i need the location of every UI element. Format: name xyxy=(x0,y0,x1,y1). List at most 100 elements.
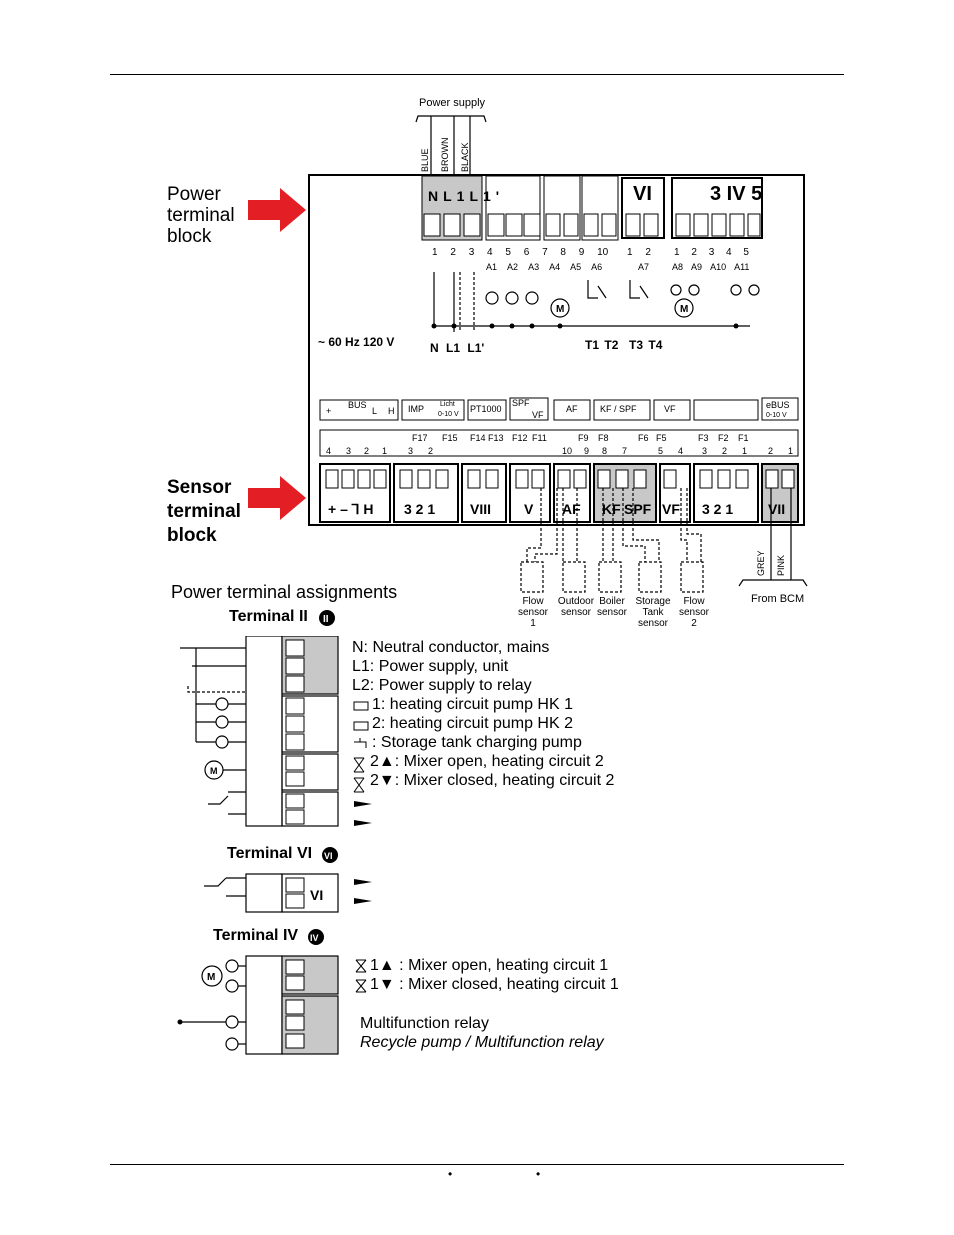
pin-a-labels: A1 A2 A3 A4 A5 A6 xyxy=(486,262,602,272)
svg-text:KF / SPF: KF / SPF xyxy=(600,404,637,414)
svg-text:7: 7 xyxy=(622,446,627,456)
svg-text:1: 1 xyxy=(382,446,387,456)
pin: 3 xyxy=(708,247,715,258)
vi-pins: 1 2 xyxy=(627,247,651,258)
svg-text:2: 2 xyxy=(428,446,433,456)
pin: 4 xyxy=(487,247,493,258)
roman-vi-badge: VI xyxy=(322,847,338,863)
desc-line: 2▲: Mixer open, heating circuit 2 xyxy=(370,753,604,770)
svg-text:3 2 1: 3 2 1 xyxy=(702,501,733,517)
svg-text:eBUS: eBUS xyxy=(766,400,790,410)
relay-symbols xyxy=(354,801,372,826)
svg-text:L: L xyxy=(372,406,377,416)
pin: 5 xyxy=(505,247,511,258)
svg-text:VI: VI xyxy=(324,851,333,861)
sensor-outdoor: Outdoor sensor xyxy=(557,596,595,618)
wire-grey-label: GREY xyxy=(756,550,766,576)
pin: 4 xyxy=(726,247,732,258)
label-t2: T2 xyxy=(604,338,619,352)
sensor-flow-2: Flow sensor 2 xyxy=(678,596,709,629)
header-rule xyxy=(110,74,844,75)
svg-text:VF: VF xyxy=(664,404,676,414)
terminal-iv-descriptions: 1▲ : Mixer open, heating circuit 1 1▼ : … xyxy=(356,956,619,1052)
pin: 1 xyxy=(674,247,680,258)
svg-text:VI: VI xyxy=(310,887,323,903)
svg-text:4: 4 xyxy=(326,446,331,456)
svg-text:2: 2 xyxy=(768,446,773,456)
svg-text:IMP: IMP xyxy=(408,404,424,414)
svg-text:KF: KF xyxy=(602,501,621,517)
pin: 8 xyxy=(560,247,566,258)
svg-text:F6: F6 xyxy=(638,433,649,443)
svg-text:IV: IV xyxy=(310,933,319,943)
power-wiring: M M xyxy=(431,272,760,332)
svg-text:+: + xyxy=(326,406,331,416)
svg-text:8: 8 xyxy=(602,446,607,456)
iv-pins: 1 2 3 4 5 xyxy=(674,247,749,258)
callout-line: Sensor xyxy=(167,477,232,498)
power-block-arrow xyxy=(248,188,306,232)
svg-text:F17: F17 xyxy=(412,433,428,443)
pin-a: A11 xyxy=(734,262,750,272)
footer-bullet: • xyxy=(448,1167,453,1181)
sensor-storage-tank: Storage Tank sensor xyxy=(635,596,671,629)
svg-text:+ – ⅂ H: + – ⅂ H xyxy=(328,501,374,517)
svg-text:F8: F8 xyxy=(598,433,609,443)
svg-text:4: 4 xyxy=(678,446,683,456)
pin-a: A10 xyxy=(710,262,727,272)
svg-text:F5: F5 xyxy=(656,433,667,443)
svg-text:SPF: SPF xyxy=(624,501,652,517)
svg-text:M: M xyxy=(210,766,218,776)
wire-brown-label: BROWN xyxy=(440,137,450,173)
iv-a-labels: A8 A9 A10 A11 xyxy=(672,262,749,272)
pin-numbers: 1 2 3 4 5 6 7 8 9 10 xyxy=(432,247,608,258)
desc-line: 1: heating circuit pump HK 1 xyxy=(372,696,573,713)
power-supply-label: Power supply xyxy=(419,97,486,109)
desc-line: Recycle pump / Multifunction relay xyxy=(360,1034,604,1051)
bottom-power-labels: N L1 L1' xyxy=(430,341,484,355)
svg-text:3 2 1: 3 2 1 xyxy=(404,501,435,517)
callout-line: Power xyxy=(167,184,221,205)
pin-a: A9 xyxy=(691,262,703,272)
terminal-iv-label: 3 IV 5 xyxy=(710,183,763,205)
svg-text:SPF: SPF xyxy=(512,398,530,408)
desc-line: Multifunction relay xyxy=(360,1015,489,1032)
label-t3: T3 xyxy=(629,338,644,352)
svg-text:M: M xyxy=(680,304,688,315)
pin: 9 xyxy=(578,247,585,258)
terminal-n: N xyxy=(428,188,444,204)
wire-blue-label: BLUE xyxy=(420,148,430,172)
terminal-vi-title: Terminal VI xyxy=(227,845,313,862)
desc-line: 1▼ : Mixer closed, heating circuit 1 xyxy=(370,976,619,993)
desc-line: 1▲ : Mixer open, heating circuit 1 xyxy=(370,957,609,974)
svg-text:F15: F15 xyxy=(442,433,458,443)
svg-text:F13: F13 xyxy=(488,433,504,443)
assignments-heading: Power terminal assignments xyxy=(171,582,398,602)
pin-a: A8 xyxy=(672,262,684,272)
pin: 1 xyxy=(432,247,438,258)
svg-text:2: 2 xyxy=(722,446,727,456)
sensor-block-callout: Sensor terminal block xyxy=(167,476,241,548)
mixer-symbols xyxy=(355,959,367,993)
svg-text:M: M xyxy=(556,304,564,315)
callout-line: terminal xyxy=(167,205,235,226)
svg-text:F3: F3 xyxy=(698,433,709,443)
svg-text:0-10 V: 0-10 V xyxy=(766,412,787,419)
callout-line: block xyxy=(167,525,217,546)
svg-text:VF: VF xyxy=(662,501,680,517)
terminal-iv-drawing: M xyxy=(177,955,339,1055)
frequency-label: ~ 60 Hz 120 V xyxy=(318,335,395,349)
terminal-l1-prime: L1' xyxy=(469,188,505,204)
label-t1: T1 xyxy=(585,338,600,352)
svg-text:BUS: BUS xyxy=(348,400,367,410)
from-bcm-label: From BCM xyxy=(751,593,805,605)
sensor-wiring xyxy=(520,488,808,593)
sensor-boiler: Boiler sensor xyxy=(596,596,627,618)
desc-line: L2: Power supply to relay xyxy=(352,677,532,694)
pin-a: A3 xyxy=(528,262,540,272)
pin-a: A2 xyxy=(507,262,519,272)
pin: 3 xyxy=(468,247,475,258)
terminal-vi-drawing: VI xyxy=(204,873,339,913)
svg-text:VII: VII xyxy=(768,501,785,517)
svg-text:VF: VF xyxy=(532,410,544,420)
